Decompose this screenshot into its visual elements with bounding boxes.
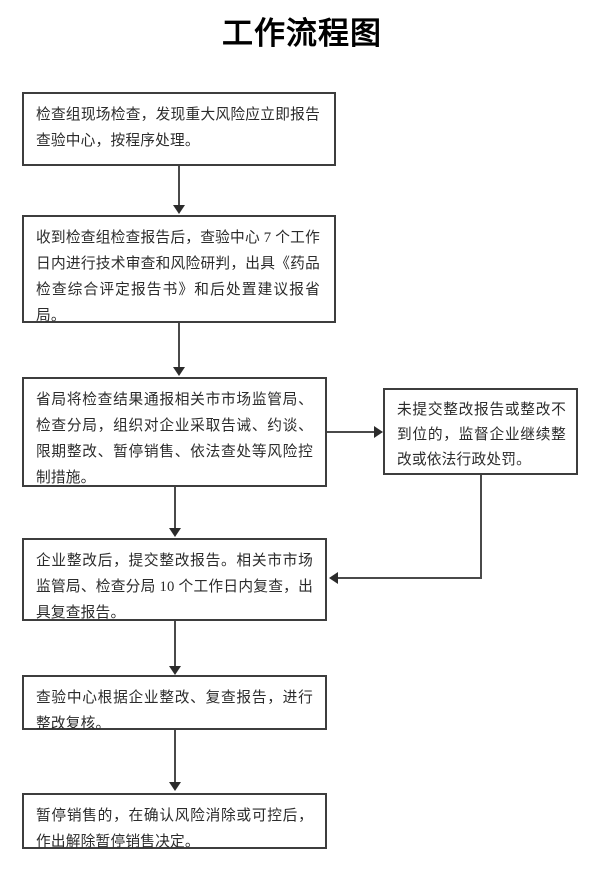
flow-node-resume-sales-text: 暂停销售的，在确认风险消除或可控后，作出解除暂停销售决定。 <box>36 808 313 850</box>
flow-node-technical-review: 收到检查组检查报告后，查验中心 7 个工作日内进行技术审查和风险研判，出具《药品… <box>22 215 336 324</box>
flow-node-technical-review-text: 收到检查组检查报告后，查验中心 7 个工作日内进行技术审查和风险研判，出具《药品… <box>36 230 320 324</box>
arrowhead-provincial-to-rectification <box>169 528 181 537</box>
flow-node-provincial-text: 省局将检查结果通报相关市市场监管局、检查分局，组织对企业采取告诫、约谈、限期整改… <box>36 392 313 486</box>
flow-node-inspection-text: 检查组现场检查，发现重大风险应立即报告查验中心，按程序处理。 <box>36 107 320 149</box>
flow-node-penalty: 未提交整改报告或整改不到位的，监督企业继续整改或依法行政处罚。 <box>383 388 578 475</box>
flow-node-inspection: 检查组现场检查，发现重大风险应立即报告查验中心，按程序处理。 <box>22 92 336 166</box>
connector-inspection-to-technical-review <box>178 166 180 206</box>
connector-penalty-to-rectification-horizontal <box>338 577 482 579</box>
arrowhead-review-audit-to-resume-sales <box>169 782 181 791</box>
connector-rectification-to-review-audit <box>174 621 176 668</box>
flow-node-provincial: 省局将检查结果通报相关市市场监管局、检查分局，组织对企业采取告诫、约谈、限期整改… <box>22 377 327 487</box>
flow-node-review-audit-text: 查验中心根据企业整改、复查报告，进行整改复核。 <box>36 690 313 732</box>
page-title: 工作流程图 <box>222 16 382 51</box>
connector-provincial-to-penalty <box>327 431 375 433</box>
arrowhead-technical-review-to-provincial <box>173 367 185 376</box>
flow-node-review-audit: 查验中心根据企业整改、复查报告，进行整改复核。 <box>22 675 327 732</box>
arrowhead-rectification-to-review-audit <box>169 666 181 675</box>
flow-node-rectification-text: 企业整改后，提交整改报告。相关市市场监管局、检查分局 10 个工作日内复查，出具… <box>36 553 313 621</box>
arrowhead-provincial-to-penalty <box>374 426 383 438</box>
connector-provincial-to-rectification <box>174 487 176 530</box>
flow-node-penalty-text: 未提交整改报告或整改不到位的，监督企业继续整改或依法行政处罚。 <box>397 402 566 468</box>
arrowhead-penalty-to-rectification <box>329 572 338 584</box>
connector-technical-review-to-provincial <box>178 323 180 369</box>
arrowhead-inspection-to-technical-review <box>173 205 185 214</box>
connector-penalty-to-rectification-vertical <box>480 475 482 579</box>
flow-node-rectification: 企业整改后，提交整改报告。相关市市场监管局、检查分局 10 个工作日内复查，出具… <box>22 538 327 621</box>
flow-node-resume-sales: 暂停销售的，在确认风险消除或可控后，作出解除暂停销售决定。 <box>22 793 327 850</box>
connector-review-audit-to-resume-sales <box>174 730 176 784</box>
